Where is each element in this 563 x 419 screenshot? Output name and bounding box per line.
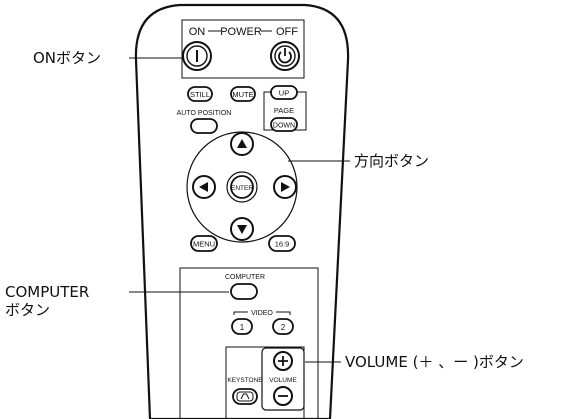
computer-button[interactable] (230, 283, 258, 300)
aspect-16-9-button[interactable] (268, 235, 296, 252)
up-arrow-button[interactable] (230, 132, 254, 156)
volume-up-button[interactable] (273, 351, 293, 371)
plus-icon (278, 356, 288, 366)
left-arrow-button[interactable] (192, 175, 216, 199)
computer-label: COMPUTER (225, 274, 265, 281)
enter-label: ENTER (231, 185, 253, 192)
video-label: VIDEO (251, 310, 273, 317)
video-2-label: 2 (281, 323, 286, 332)
video-1-label: 1 (240, 323, 245, 332)
menu-button[interactable] (190, 235, 218, 252)
page-label: PAGE (274, 106, 294, 115)
down-arrow-icon (237, 225, 247, 234)
page-down-label: DOWN (273, 123, 295, 130)
power-on-button[interactable] (182, 41, 212, 71)
aspect-16-9-label: 16:9 (275, 240, 290, 249)
volume-panel (261, 347, 305, 411)
keystone-label: KEYSTONE (227, 377, 263, 384)
page-up-button[interactable] (270, 85, 298, 100)
left-arrow-icon (199, 182, 208, 192)
callout-direction-buttons: 方向ボタン (354, 152, 429, 170)
callout-computer-line1: COMPUTER (5, 283, 89, 301)
auto-position-button[interactable] (190, 118, 218, 134)
video-2-button[interactable] (272, 318, 294, 335)
volume-down-button[interactable] (273, 386, 293, 406)
callout-computer-line2: ボタン (5, 301, 50, 319)
mute-label: MUTE (232, 90, 253, 99)
auto-position-label: AUTO POSITION (177, 110, 232, 117)
up-arrow-icon (237, 139, 247, 148)
power-panel (181, 19, 305, 79)
right-arrow-button[interactable] (273, 175, 297, 199)
power-off-button[interactable] (270, 41, 300, 71)
keystone-button[interactable] (232, 388, 258, 405)
power-label-off: OFF (276, 26, 298, 38)
right-arrow-icon (281, 182, 290, 192)
volume-label: VOLUME (269, 377, 297, 384)
keystone-icon (240, 393, 250, 400)
still-button[interactable] (187, 86, 213, 102)
callout-volume-buttons: VOLUME (＋ 、ー )ボタン (345, 353, 524, 371)
video-1-button[interactable] (231, 318, 253, 335)
lower-panel (179, 267, 319, 419)
still-label: STILL (190, 90, 210, 99)
page-up-label: UP (279, 89, 289, 98)
callout-on-button: ONボタン (33, 49, 101, 67)
mute-button[interactable] (230, 86, 256, 102)
down-arrow-button[interactable] (230, 217, 254, 241)
video-bracket (233, 311, 291, 315)
power-off-icon (278, 48, 292, 64)
power-label-on: ON (189, 26, 206, 38)
power-label-power: POWER (220, 26, 262, 38)
enter-button[interactable]: ENTER (226, 171, 258, 203)
page-down-button[interactable] (270, 117, 298, 132)
menu-label: MENU (193, 240, 215, 249)
